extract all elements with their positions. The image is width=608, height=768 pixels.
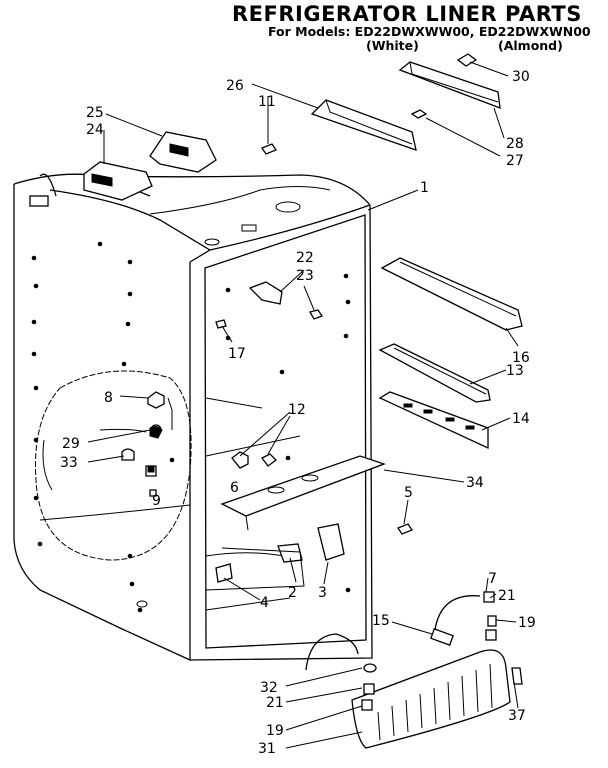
leader-lines — [87, 61, 519, 749]
callout-7: 7 — [488, 571, 497, 587]
callout-19a: 19 — [518, 615, 536, 631]
callout-30: 30 — [512, 69, 530, 85]
callout-25: 25 — [86, 105, 104, 121]
detail-circle — [35, 370, 192, 561]
callout-6: 6 — [230, 480, 239, 496]
callout-23: 23 — [296, 268, 314, 284]
callout-28: 28 — [506, 136, 524, 152]
callout-24: 24 — [86, 122, 104, 138]
bottom-parts — [305, 591, 523, 749]
callout-21b: 21 — [266, 695, 284, 711]
callout-19b: 19 — [266, 723, 284, 739]
callout-labels: 1 2 3 4 5 6 7 8 9 11 12 13 14 15 16 17 1… — [60, 69, 536, 757]
callout-11: 11 — [258, 94, 276, 110]
right-parts — [378, 257, 523, 450]
inner-parts — [205, 281, 413, 591]
callout-29: 29 — [62, 436, 80, 452]
callout-27: 27 — [506, 153, 524, 169]
callout-8: 8 — [104, 390, 113, 406]
callout-31: 31 — [258, 741, 276, 757]
callout-5: 5 — [404, 485, 413, 501]
diagram-title: REFRIGERATOR LINER PARTS — [232, 2, 582, 26]
callout-16: 16 — [512, 350, 530, 366]
callout-34: 34 — [466, 475, 484, 491]
callout-17: 17 — [228, 346, 246, 362]
callout-4: 4 — [260, 595, 269, 611]
callout-22: 22 — [296, 250, 314, 266]
callout-14: 14 — [512, 411, 530, 427]
top-parts — [83, 53, 501, 201]
callout-37: 37 — [508, 708, 526, 724]
callout-13: 13 — [506, 363, 524, 379]
callout-2: 2 — [288, 585, 297, 601]
callout-3: 3 — [318, 585, 327, 601]
callout-21a: 21 — [498, 588, 516, 604]
color-label-white: (White) — [366, 38, 419, 53]
callout-9: 9 — [152, 493, 161, 509]
callout-1: 1 — [420, 180, 429, 196]
color-label-almond: (Almond) — [498, 38, 563, 53]
models-line: For Models: ED22DWXWW00, ED22DWXWN00 — [268, 24, 591, 39]
callout-33: 33 — [60, 455, 78, 471]
callout-12: 12 — [288, 402, 306, 418]
detail-parts — [42, 391, 173, 497]
callout-32: 32 — [260, 680, 278, 696]
callout-26: 26 — [226, 78, 244, 94]
callout-15: 15 — [372, 613, 390, 629]
